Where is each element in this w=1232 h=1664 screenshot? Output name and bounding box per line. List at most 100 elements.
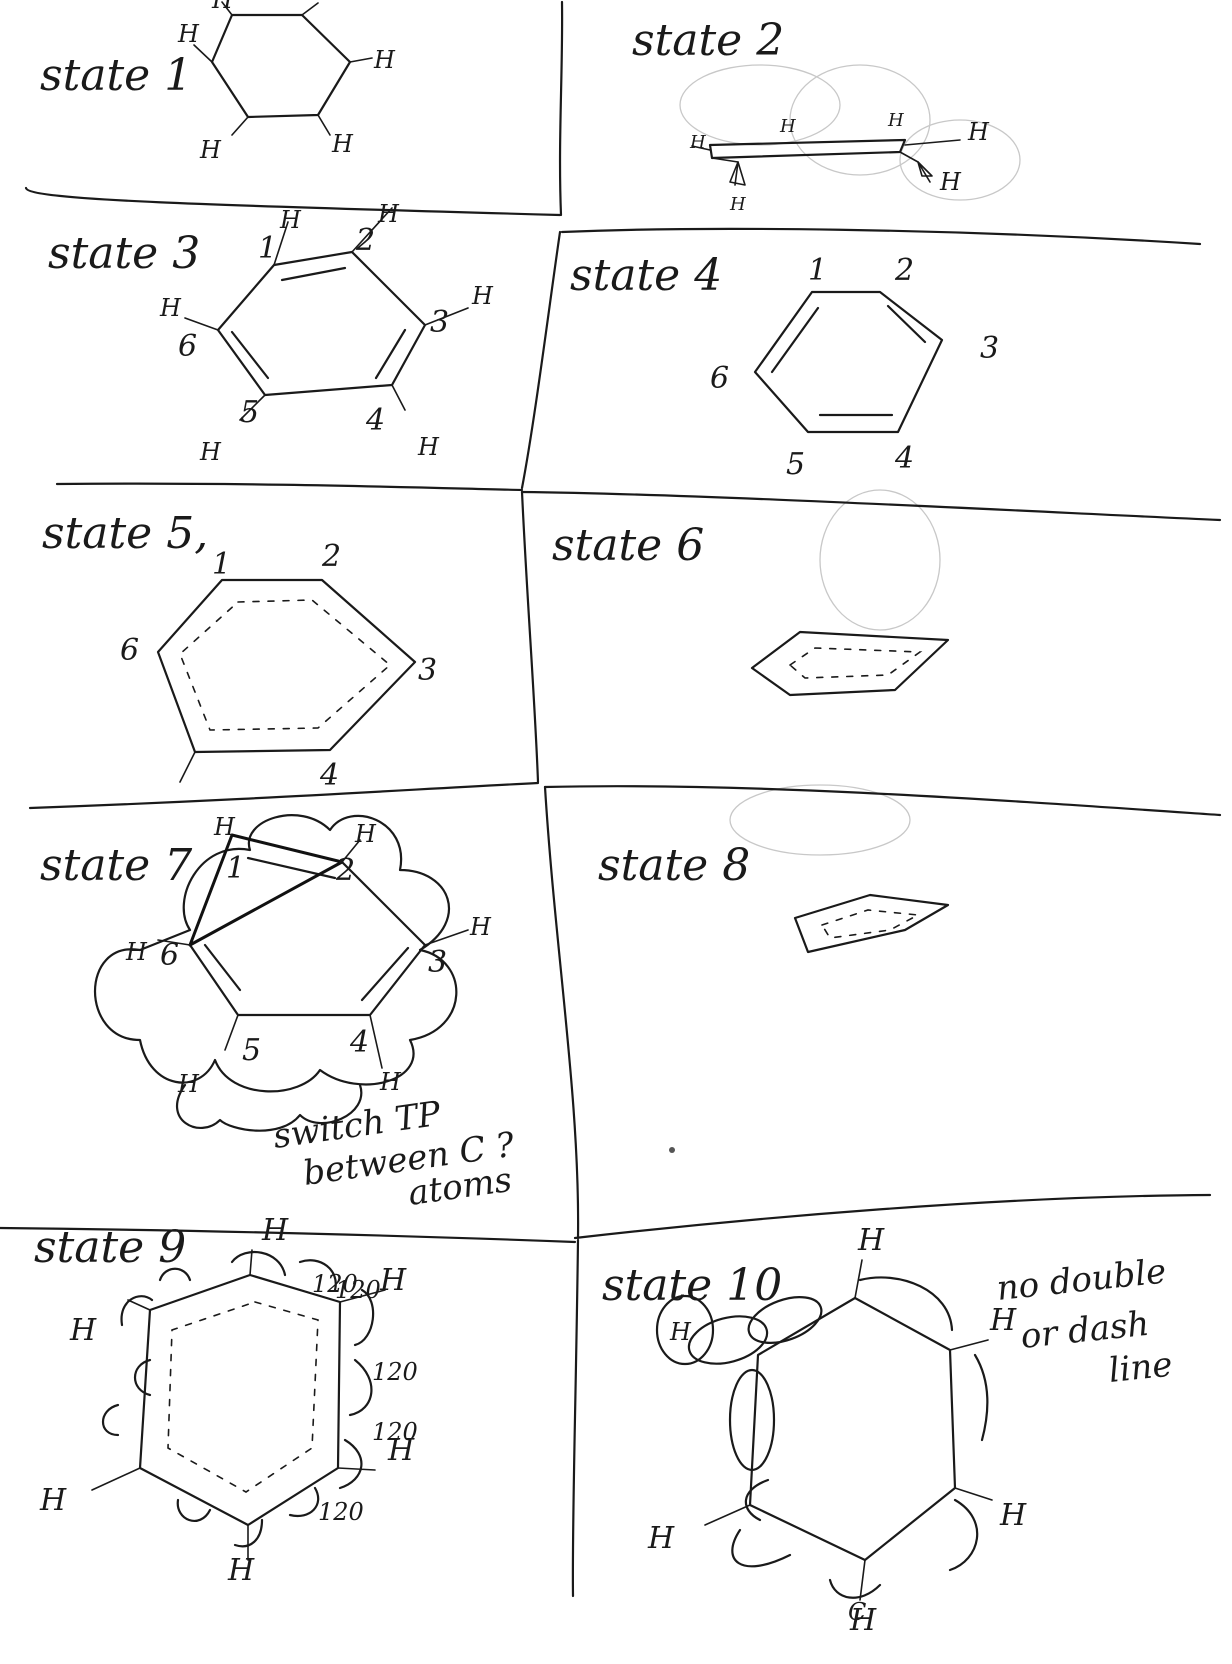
bleed-through-marks — [679, 64, 1021, 856]
state-10-title: state 10 — [602, 1260, 782, 1311]
state-7-atom-number: 2 — [335, 853, 355, 888]
state-3-atom-number: 5 — [240, 395, 259, 430]
state-9-h-label: H — [387, 1433, 415, 1468]
state-9-delocalized-ring — [167, 1301, 319, 1493]
state-9-panel: state 9 H H H H H H 120 120 120 120 120 — [34, 1213, 418, 1588]
state-7-h-label: H — [213, 813, 236, 841]
state-3-atom-number: 2 — [355, 223, 375, 258]
state-10-h-label: H — [999, 1498, 1027, 1533]
state-6-panel: state 6 — [552, 520, 950, 697]
state-10-c-label: C — [848, 1598, 866, 1626]
stray-dot — [669, 1147, 675, 1153]
state-5-atom-number: 2 — [321, 539, 341, 574]
state-3-atom-number: 3 — [430, 305, 449, 340]
state-4-title: state 4 — [570, 250, 722, 301]
state-3-h-label: H — [159, 294, 182, 322]
state-9-h-label: H — [39, 1483, 67, 1518]
state-2-ring-edge-on — [708, 138, 907, 160]
state-1-ring — [210, 13, 352, 119]
state-7-h-label: H — [125, 938, 148, 966]
state-4-atom-number: 6 — [710, 361, 729, 396]
state-1-h-label: H — [211, 0, 234, 14]
state-7-panel: state 7 1 2 3 4 5 6 H H H H H H switch T… — [40, 813, 518, 1214]
state-5-atom-number: 3 — [418, 653, 437, 688]
state-1-panel: state 1 H H H H H — [40, 0, 396, 164]
state-3-h-label: H — [417, 433, 440, 461]
state-1-h-label: H — [199, 136, 222, 164]
state-2-h-label: H — [939, 168, 962, 196]
state-9-angle-label: 120 — [335, 1276, 381, 1304]
state-4-atom-number: 1 — [808, 253, 827, 288]
state-10-h-label: H — [989, 1303, 1017, 1338]
state-5-delocalized-ring — [179, 599, 392, 731]
state-3-title: state 3 — [48, 228, 200, 279]
state-7-atom-number: 5 — [242, 1033, 261, 1068]
state-2-h-label: H — [689, 132, 706, 153]
state-1-h-label: H — [331, 130, 354, 158]
state-6-title: state 6 — [552, 520, 704, 571]
state-10-note-line: no double — [995, 1251, 1168, 1309]
state-7-atom-number: 1 — [226, 851, 245, 886]
state-9-h-label: H — [227, 1553, 255, 1588]
state-4-atom-number: 5 — [786, 447, 805, 482]
state-9-angle-label: 120 — [312, 1270, 358, 1298]
state-2-h-label: H — [779, 116, 796, 137]
state-10-ring — [748, 1296, 957, 1562]
panel-grid — [0, 0, 1222, 1598]
state-2-h-label: H — [967, 118, 990, 146]
state-9-h-label: H — [379, 1263, 407, 1298]
state-8-panel: state 8 — [598, 840, 950, 1153]
state-10-note-line: line — [1107, 1345, 1175, 1391]
state-4-atom-number: 2 — [894, 253, 914, 288]
state-7-switch-triangle — [188, 833, 344, 947]
state-6-delocalized-ring — [788, 647, 923, 679]
state-1-h-label: H — [373, 46, 396, 74]
state-1-h-label: H — [177, 20, 200, 48]
state-3-h-label: H — [199, 438, 222, 466]
state-9-angle-label: 120 — [372, 1358, 418, 1386]
state-4-panel: state 4 1 2 3 4 5 6 — [570, 250, 999, 482]
state-1-title: state 1 — [40, 50, 192, 101]
state-9-angle-label: 120 — [372, 1418, 418, 1446]
state-10-orbital — [687, 1315, 769, 1365]
state-3-atom-number: 1 — [258, 231, 277, 266]
state-7-h-label: H — [469, 913, 492, 941]
state-5-title: state 5, — [42, 508, 208, 559]
state-10-orbital — [747, 1296, 823, 1344]
state-9-h-label: H — [261, 1213, 289, 1248]
state-7-title: state 7 — [40, 840, 192, 891]
state-7-atom-number: 6 — [160, 938, 179, 973]
state-2-title: state 2 — [632, 15, 784, 66]
state-5-atom-number: 1 — [212, 547, 231, 582]
state-3-h-label: H — [279, 206, 302, 234]
state-3-h-label: H — [377, 200, 400, 228]
state-7-h-label: H — [354, 820, 377, 848]
state-10-h-label: H — [647, 1521, 675, 1556]
state-10-orbital — [655, 1294, 715, 1366]
state-10-orbital — [728, 1368, 776, 1472]
state-8-ring-tilted — [793, 893, 950, 954]
state-9-h-label: H — [69, 1313, 97, 1348]
state-5-atom-number: 4 — [319, 758, 339, 793]
state-6-ring-tilted — [750, 630, 950, 697]
state-4-atom-number: 3 — [980, 331, 999, 366]
state-5-panel: state 5, 1 2 3 4 6 — [42, 508, 437, 793]
state-2-panel: state 2 H H H H H H — [632, 15, 990, 215]
state-7-h-label: H — [379, 1068, 402, 1096]
state-7-electron-cloud — [94, 814, 458, 1093]
state-5-ring — [156, 578, 417, 754]
state-7-atom-number: 3 — [428, 945, 447, 980]
state-10-h-label: H — [849, 1603, 877, 1638]
state-3-panel: state 3 1 2 3 4 5 6 H H H H H H — [48, 200, 494, 466]
state-10-h-label: H — [669, 1318, 692, 1346]
state-3-atom-number: 4 — [365, 403, 385, 438]
state-8-title: state 8 — [598, 840, 750, 891]
state-8-delocalized-ring — [820, 909, 921, 939]
state-10-panel: state 10 H H H H H H C no double or dash… — [602, 1223, 1174, 1638]
state-3-atom-number: 6 — [178, 329, 197, 364]
state-7-atom-number: 4 — [349, 1025, 369, 1060]
state-10-h-label: H — [857, 1223, 885, 1258]
state-5-atom-number: 6 — [120, 633, 139, 668]
